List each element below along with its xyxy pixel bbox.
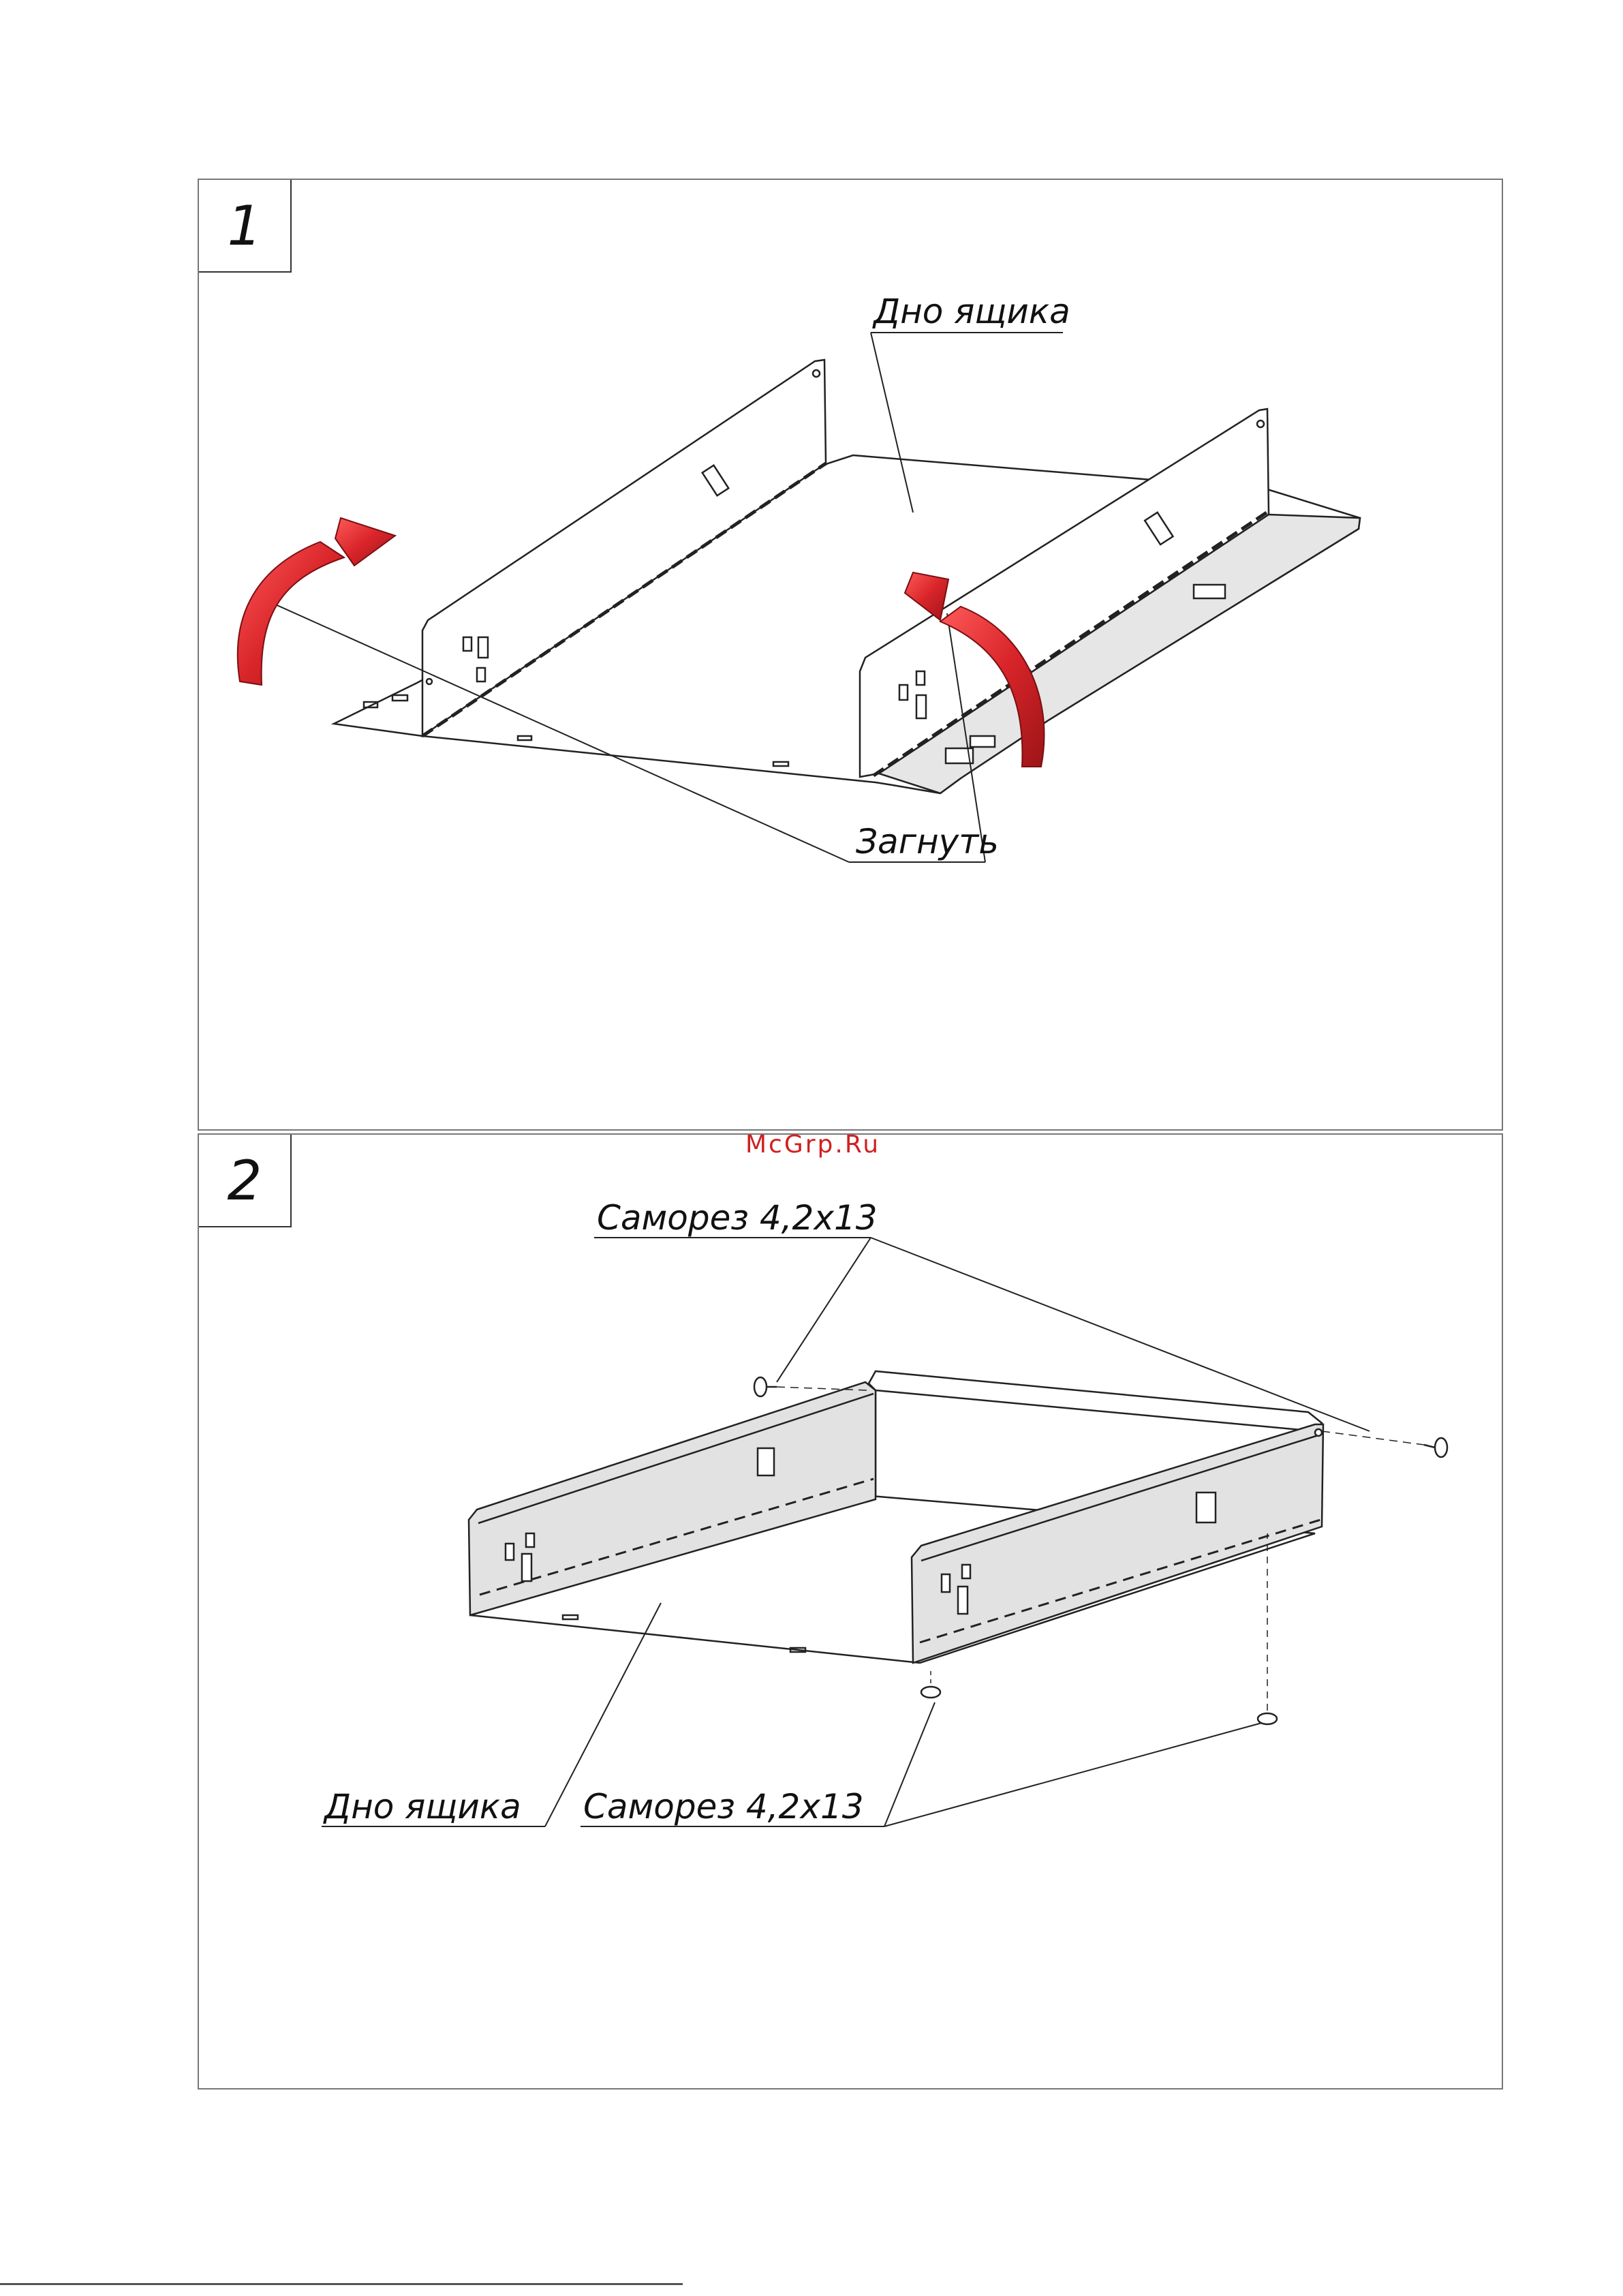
screw-icon	[921, 1668, 940, 1698]
right-side-panel	[912, 1424, 1323, 1663]
label-drawer-bottom: Дно ящика	[874, 294, 1070, 328]
screw-icon	[1258, 1533, 1277, 1724]
screw-icon	[1322, 1431, 1447, 1457]
label-screw-bottom: Саморез 4,2x13	[583, 1790, 864, 1824]
watermark: McGrp.Ru	[745, 1133, 880, 1157]
label-screw-top: Саморез 4,2x13	[597, 1201, 878, 1235]
footer-rule	[0, 2283, 683, 2285]
label-drawer-bottom: Дно ящика	[324, 1790, 521, 1824]
label-fold: Загнуть	[856, 825, 999, 859]
